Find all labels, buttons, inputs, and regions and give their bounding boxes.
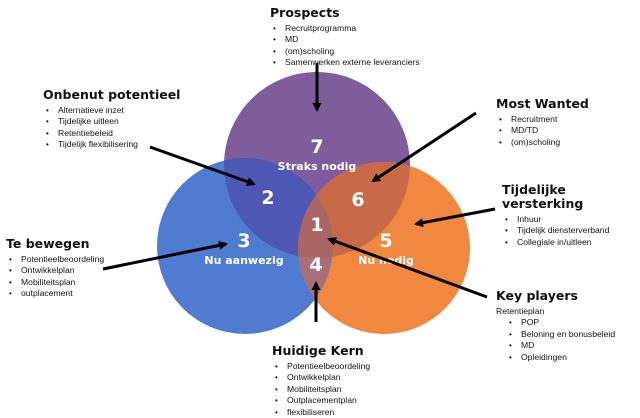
subtitle-retentieplan: Retentieplan (496, 306, 545, 316)
list-item: MD (270, 34, 420, 46)
list-item: POP (506, 317, 615, 329)
title-huidige-kern: Huidige Kern (272, 343, 364, 358)
list-item: (om)scholing (496, 137, 589, 149)
list-item: Mobiliteitsplan (272, 384, 370, 396)
list-item: Potentieelbeoordeling (6, 254, 104, 266)
list-item: Outplacementplan (272, 395, 370, 407)
list-item: MD (506, 340, 615, 352)
list-item: Opleidingen (506, 352, 615, 364)
title-prospects: Prospects (270, 5, 340, 20)
list-item: flexibiliseren (272, 407, 370, 418)
list-item: outplacement (6, 288, 104, 300)
block-onbenut-potentieel: Onbenut potentieel Alternatieve inzet Ti… (43, 87, 181, 152)
list-item: Ontwikkelplan (272, 372, 370, 384)
list-item: Tijdelijke uitleen (43, 116, 180, 128)
list-item: Ontwikkelplan (6, 265, 104, 277)
title-te-bewegen: Te bewegen (6, 236, 90, 251)
list-item: Recruitprogramma (270, 23, 420, 35)
block-tijdelijke-versterking: Tijdelijke versterking Inhuur Tijdelijk … (502, 182, 640, 249)
number-4: 4 (309, 254, 322, 276)
arrow-te-bewegen (102, 240, 228, 271)
number-1: 1 (310, 214, 323, 236)
block-huidige-kern: Huidige Kern Potentieelbeoordeling Ontwi… (272, 344, 370, 418)
list-item: Recruitment (496, 114, 589, 126)
title-tijdelijke-versterking: Tijdelijke versterking (502, 182, 584, 211)
list-item: Samenwerken externe leveranciers (270, 57, 420, 69)
title-most-wanted: Most Wanted (496, 96, 589, 111)
arrow-tijdelijke-versterking (414, 207, 496, 228)
number-7: 7 (310, 136, 323, 158)
label-nu-aanwezig: Nu aanwezig (204, 254, 283, 267)
title-onbenut-potentieel: Onbenut potentieel (43, 87, 181, 102)
list-item: Tijdelijk flexibilisering (43, 139, 180, 151)
block-prospects: Prospects Recruitprogramma MD (om)scholi… (270, 5, 420, 70)
arrow-key-players (327, 237, 488, 299)
arrow-most-wanted (371, 111, 477, 183)
list-item: Potentieelbeoordeling (272, 361, 370, 373)
list-item: (om)scholing (270, 46, 420, 58)
number-6: 6 (351, 189, 364, 211)
list-item: Tijdelijk diensterverband (502, 225, 640, 237)
list-item: Inhuur (502, 214, 640, 226)
number-3: 3 (237, 230, 250, 252)
list-item: Collegiale in/uitleen (502, 237, 640, 249)
label-straks-nodig: Straks nodig (278, 160, 357, 173)
list-item: Retentiebeleid (43, 128, 180, 140)
list-item: Alternatieve inzet (43, 105, 180, 117)
list-item: MD/TD (496, 125, 589, 137)
block-te-bewegen: Te bewegen Potentieelbeoordeling Ontwikk… (6, 236, 104, 301)
list-item: Mobiliteitsplan (6, 277, 104, 289)
block-most-wanted: Most Wanted Recruitment MD/TD (om)scholi… (496, 96, 589, 149)
block-key-players: Key players Retentieplan POP Beloning en… (496, 288, 615, 364)
list-item: Beloning en bonusbeleid (506, 329, 615, 341)
arrow-onbenut-potentieel (149, 145, 256, 186)
number-5: 5 (379, 230, 392, 252)
number-2: 2 (261, 187, 274, 209)
title-key-players: Key players (496, 288, 578, 303)
